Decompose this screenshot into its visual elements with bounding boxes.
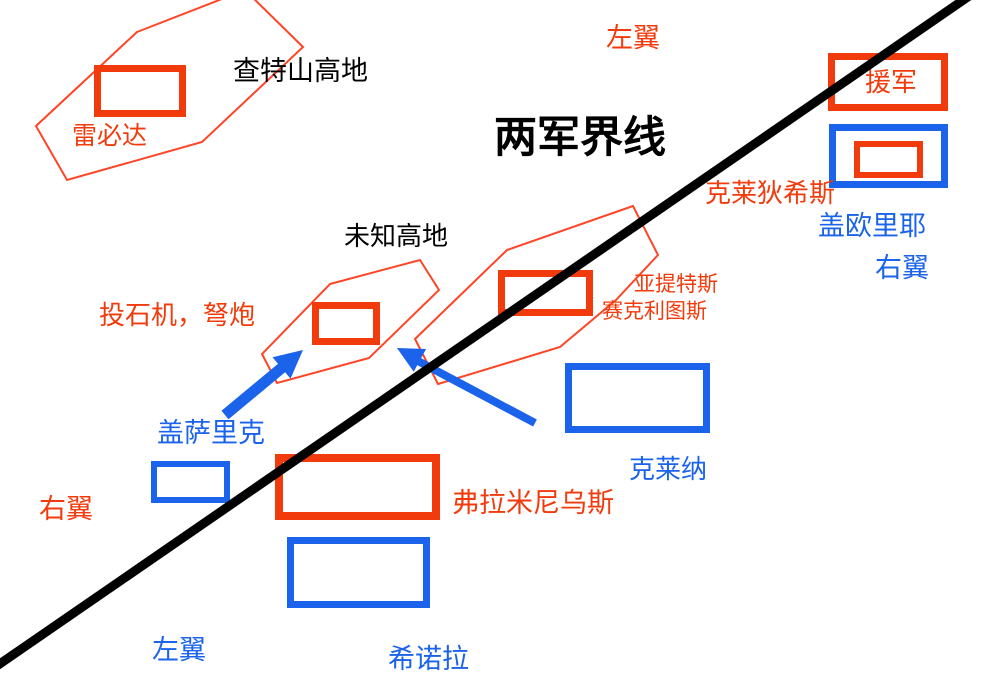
label-saikelitusi: 赛克利图斯 bbox=[602, 299, 707, 323]
label-red-left-wing: 左翼 bbox=[606, 23, 660, 53]
label-xinuola: 希诺拉 bbox=[388, 644, 469, 674]
label-blue-right-wing: 右翼 bbox=[875, 253, 929, 283]
terrain-polygon-unknown-hill-right bbox=[413, 204, 660, 386]
unit-rect-xinuola bbox=[287, 537, 430, 608]
unit-rect-gaiouliye bbox=[829, 124, 948, 188]
label-fulaminiwusi: 弗拉米尼乌斯 bbox=[452, 488, 614, 518]
unit-rect-gaisalike bbox=[151, 461, 230, 503]
terrain-polygon-chart-hill bbox=[34, 0, 305, 182]
unit-rect-leibida bbox=[94, 65, 186, 117]
label-chart-hill: 查特山高地 bbox=[233, 56, 368, 86]
label-gaisalike: 盖萨里克 bbox=[157, 418, 265, 448]
label-reinforcements: 援军 bbox=[865, 68, 918, 97]
label-red-right-wing: 右翼 bbox=[39, 494, 93, 524]
unit-rect-inner-red bbox=[854, 141, 923, 178]
attack-arrow-right bbox=[397, 348, 537, 427]
unit-rect-artillery bbox=[312, 302, 380, 345]
label-yatitesi: 亚提特斯 bbox=[634, 272, 718, 296]
unit-rect-yatitesi bbox=[498, 270, 593, 316]
unit-rect-fulaminiwusi bbox=[275, 454, 440, 520]
label-blue-left-wing: 左翼 bbox=[152, 635, 206, 665]
label-kelaina: 克莱纳 bbox=[629, 455, 708, 484]
label-unknown-hill: 未知高地 bbox=[344, 222, 449, 251]
boundary-line bbox=[0, 0, 972, 670]
label-artillery: 投石机，弩炮 bbox=[99, 301, 256, 330]
unit-rect-kelaina bbox=[565, 363, 710, 433]
label-leibida: 雷必达 bbox=[72, 123, 148, 150]
attack-arrow-left bbox=[221, 350, 303, 420]
label-kelaidixisi: 克莱狄希斯 bbox=[705, 179, 836, 208]
terrain-polygon-unknown-hill-left bbox=[260, 258, 441, 385]
label-gaiouliye: 盖欧里耶 bbox=[818, 211, 926, 241]
label-boundary-title: 两军界线 bbox=[494, 115, 666, 162]
